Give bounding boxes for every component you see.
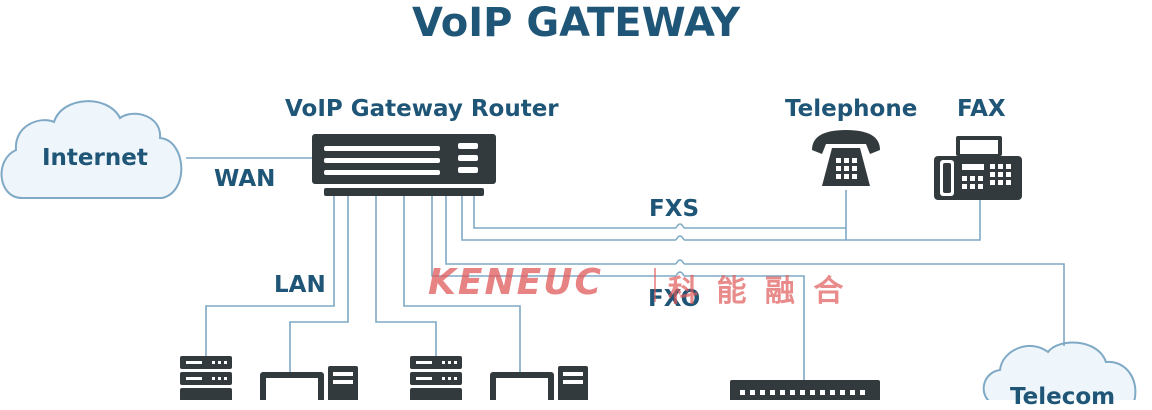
fxs-label: FXS bbox=[649, 196, 700, 222]
pbx-switch-icon bbox=[730, 380, 880, 400]
lan-line-c bbox=[375, 196, 437, 356]
fxs-line bbox=[461, 190, 981, 241]
fxs-line-inner bbox=[473, 196, 846, 229]
watermark-cjk: 科 能 融 合 bbox=[668, 274, 848, 309]
internet-label: Internet bbox=[42, 145, 148, 171]
router-icon bbox=[312, 134, 496, 196]
internet-cloud bbox=[0, 100, 183, 199]
telecom-cloud bbox=[982, 341, 1137, 400]
router-label: VoIP Gateway Router bbox=[285, 96, 559, 122]
connection-lines bbox=[186, 157, 1065, 380]
fxo-line-telecom bbox=[431, 196, 805, 380]
lan-line-b bbox=[289, 196, 349, 372]
lan-line-d bbox=[403, 196, 521, 372]
watermark-latin: KENEUC bbox=[428, 262, 603, 303]
telephone-label: Telephone bbox=[785, 96, 918, 122]
lan-label: LAN bbox=[274, 272, 326, 298]
computer-icon bbox=[260, 366, 358, 400]
fxo-line-switch bbox=[445, 196, 1065, 346]
wan-label: WAN bbox=[214, 166, 276, 192]
page-title: VoIP GATEWAY bbox=[411, 0, 741, 46]
server-icon bbox=[410, 356, 462, 400]
computer-icon bbox=[490, 366, 588, 400]
fxo-label: FXO bbox=[648, 286, 701, 312]
network-diagram bbox=[0, 100, 1137, 400]
lan-line-a bbox=[205, 196, 335, 356]
fax-icon bbox=[934, 136, 1022, 200]
telephone-icon bbox=[812, 130, 880, 186]
fax-label: FAX bbox=[957, 96, 1006, 122]
watermark-divider bbox=[654, 268, 656, 302]
server-icon bbox=[180, 356, 232, 400]
telecom-label: Telecom bbox=[1010, 384, 1116, 410]
